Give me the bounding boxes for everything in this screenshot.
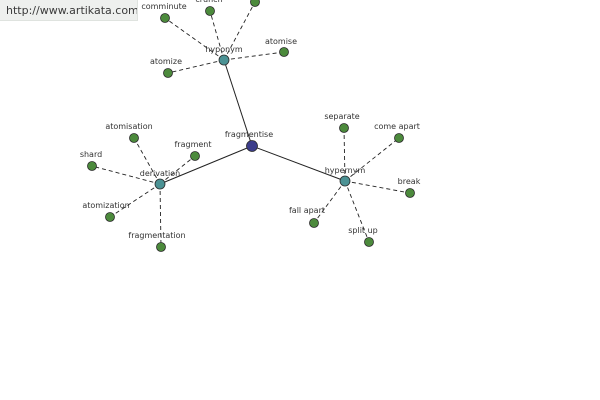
site-url-label[interactable]: http://www.artikata.com: [0, 0, 138, 21]
word-label[interactable]: split up: [348, 226, 378, 235]
relation-label-derivation[interactable]: derivation: [140, 169, 180, 178]
word-node[interactable]: [87, 161, 97, 171]
clipped-leaf-edge: [223, 1, 256, 61]
clipped-word-node[interactable]: [250, 0, 260, 7]
center-word-node[interactable]: [246, 140, 258, 152]
hypernym-to-leaf-edge: [344, 180, 370, 243]
graph-edges: [91, 1, 411, 248]
hypernym-to-leaf-edge: [343, 127, 346, 182]
word-node[interactable]: [279, 47, 289, 57]
word-label[interactable]: atomisation: [105, 122, 152, 131]
word-label[interactable]: fragment: [174, 140, 211, 149]
center-to-hypernym-edge: [251, 145, 346, 182]
word-node[interactable]: [163, 68, 173, 78]
word-node[interactable]: [190, 151, 200, 161]
hypernym-to-leaf-edge: [313, 180, 346, 224]
word-label[interactable]: atomization: [82, 201, 129, 210]
word-node[interactable]: [160, 13, 170, 23]
word-node[interactable]: [405, 188, 415, 198]
hyponym-to-leaf-edge: [167, 59, 225, 74]
word-node[interactable]: [105, 212, 115, 222]
word-label[interactable]: atomize: [150, 57, 182, 66]
word-label[interactable]: separate: [324, 112, 359, 121]
relation-label-hyponym[interactable]: hyponym: [205, 45, 243, 54]
word-node[interactable]: [339, 123, 349, 133]
word-node[interactable]: [394, 133, 404, 143]
relation-node-hyponym[interactable]: [218, 54, 230, 66]
word-node[interactable]: [129, 133, 139, 143]
derivation-to-leaf-edge: [133, 137, 161, 185]
word-node[interactable]: [205, 6, 215, 16]
graph-nodes: fragmentise comminute crunch atomize atomise…: [80, 0, 421, 252]
hypernym-to-leaf-edge: [344, 137, 400, 182]
derivation-to-leaf-edge: [91, 165, 161, 185]
word-label[interactable]: fragmentation: [128, 231, 185, 240]
hyponym-to-leaf-edge: [223, 51, 285, 61]
word-label[interactable]: crunch: [195, 0, 222, 4]
word-label[interactable]: comminute: [141, 2, 186, 11]
relation-label-hypernym[interactable]: hypernym: [325, 166, 366, 175]
derivation-to-leaf-edge: [159, 183, 162, 248]
word-label[interactable]: fall apart: [289, 206, 325, 215]
word-node[interactable]: [364, 237, 374, 247]
word-label[interactable]: break: [398, 177, 421, 186]
relation-node-hypernym[interactable]: [339, 175, 351, 187]
word-label[interactable]: atomise: [265, 37, 297, 46]
center-word-label[interactable]: fragmentise: [225, 130, 273, 139]
word-label[interactable]: shard: [80, 150, 102, 159]
derivation-to-leaf-edge: [159, 155, 196, 185]
hyponym-to-leaf-edge: [209, 10, 225, 61]
hyponym-to-leaf-edge: [164, 17, 225, 61]
word-node[interactable]: [309, 218, 319, 228]
derivation-to-leaf-edge: [109, 183, 161, 218]
center-to-derivation-edge: [159, 145, 253, 185]
center-to-hyponym-edge: [223, 59, 253, 147]
relation-node-derivation[interactable]: [154, 178, 166, 190]
word-node[interactable]: [156, 242, 166, 252]
word-label[interactable]: come apart: [374, 122, 420, 131]
